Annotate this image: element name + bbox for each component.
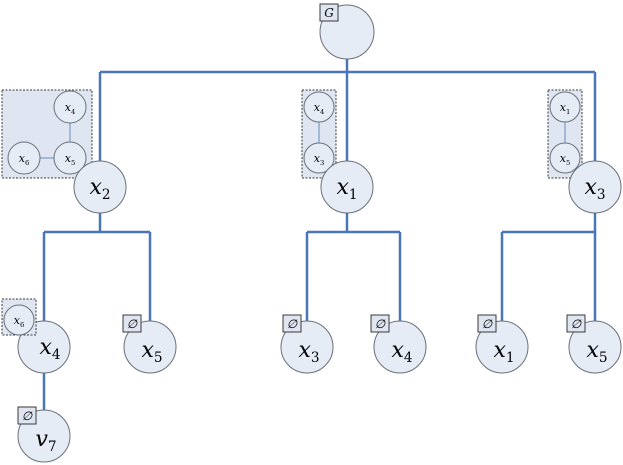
panel-right: x1 x5 bbox=[547, 89, 583, 179]
svg-text:x2: x2 bbox=[89, 175, 110, 203]
empty-set-icon: ∅ bbox=[22, 409, 33, 423]
empty-set-icon: ∅ bbox=[571, 317, 582, 331]
empty-set-icon: ∅ bbox=[482, 317, 493, 331]
node-x1: x1 bbox=[320, 160, 374, 214]
svg-text:x5: x5 bbox=[141, 338, 162, 366]
panel-right-x5: x5 bbox=[560, 152, 571, 167]
svg-text:x5: x5 bbox=[586, 338, 607, 366]
svg-text:x1: x1 bbox=[336, 175, 357, 203]
node-x3-mid: ∅ x3 bbox=[280, 314, 334, 374]
empty-set-icon: ∅ bbox=[287, 317, 298, 331]
panel-left-x4: x4 bbox=[65, 101, 76, 116]
empty-set-icon: ∅ bbox=[375, 317, 386, 331]
node-v7: ∅ v7 bbox=[17, 406, 71, 463]
empty-set-icon: ∅ bbox=[127, 317, 138, 331]
panel-left: x4 x6 x5 bbox=[1, 89, 93, 179]
edges bbox=[42, 58, 597, 412]
panel-right-x1: x1 bbox=[560, 101, 571, 116]
node-x5-left: ∅ x5 bbox=[122, 314, 177, 374]
root-tag: G bbox=[324, 6, 334, 20]
tag-x6: x6 bbox=[14, 314, 25, 329]
svg-text:x4: x4 bbox=[391, 338, 412, 366]
root-node: G bbox=[319, 3, 375, 60]
node-x3: x3 bbox=[568, 160, 622, 214]
node-x4-mid: ∅ x4 bbox=[370, 314, 427, 374]
node-x2: x2 bbox=[73, 160, 127, 214]
node-x1-right: ∅ x1 bbox=[475, 314, 529, 374]
panel-middle-x4: x4 bbox=[314, 101, 325, 116]
panel-middle: x4 x3 bbox=[301, 89, 337, 179]
panel-middle-x3: x3 bbox=[314, 152, 325, 167]
svg-text:x3: x3 bbox=[298, 338, 319, 366]
svg-text:x1: x1 bbox=[493, 338, 514, 366]
node-x4-left: x6 x4 bbox=[1, 298, 71, 374]
panel-left-x6: x6 bbox=[19, 152, 30, 167]
svg-text:x4: x4 bbox=[39, 335, 60, 363]
node-x5-right: ∅ x5 bbox=[566, 314, 622, 374]
panel-left-x5: x5 bbox=[65, 152, 76, 167]
svg-text:v7: v7 bbox=[35, 427, 56, 455]
svg-text:x3: x3 bbox=[584, 175, 605, 203]
